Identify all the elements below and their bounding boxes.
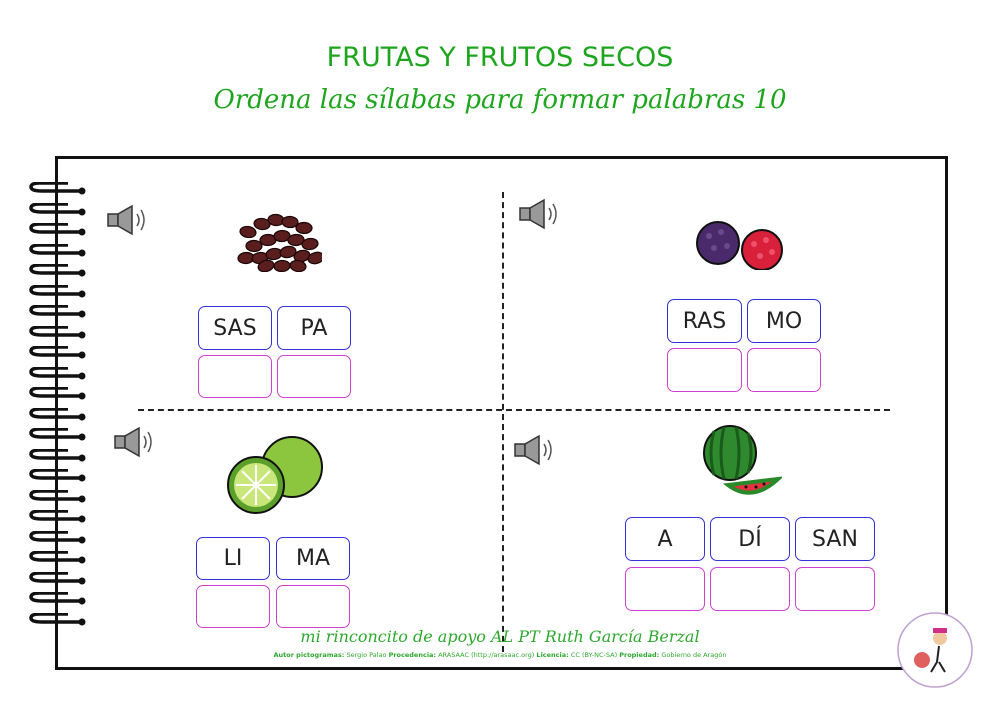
answer-slot[interactable] xyxy=(710,567,790,611)
license-value: Gobierno de Aragón xyxy=(661,651,727,659)
spiral-ring xyxy=(29,592,86,605)
license-label: Autor pictogramas: xyxy=(273,651,345,659)
syllable-tile[interactable]: A xyxy=(625,517,705,561)
license-value: CC (BY-NC-SA) xyxy=(570,651,618,659)
answer-slot[interactable] xyxy=(625,567,705,611)
spiral-ring xyxy=(29,284,86,297)
spiral-ring xyxy=(29,305,86,318)
spiral-ring xyxy=(29,448,86,461)
spiral-ring xyxy=(29,366,86,379)
spiral-ring xyxy=(29,510,86,523)
answer-slot[interactable] xyxy=(747,348,821,392)
speaker-icon[interactable] xyxy=(518,198,564,232)
berries-image xyxy=(696,221,783,270)
spiral-ring xyxy=(29,346,86,359)
answer-slot[interactable] xyxy=(667,348,742,392)
syllable-tile[interactable]: MO xyxy=(747,299,821,343)
notebook-frame xyxy=(55,156,948,670)
spiral-ring xyxy=(29,387,86,400)
page-subtitle: Ordena las sílabas para formar palabras … xyxy=(213,85,787,115)
speaker-icon[interactable] xyxy=(113,426,159,460)
spiral-ring xyxy=(29,551,86,564)
spiral-ring xyxy=(29,407,86,420)
syllable-tile[interactable]: SAS xyxy=(198,306,272,350)
license-value: ARASAAC (http://arasaac.org) xyxy=(438,651,535,659)
speaker-icon[interactable] xyxy=(513,434,559,468)
syllable-tile[interactable]: SAN xyxy=(795,517,875,561)
spiral-ring xyxy=(29,612,86,625)
spiral-ring xyxy=(29,530,86,543)
spiral-ring xyxy=(29,264,86,277)
horizontal-divider xyxy=(138,409,890,411)
spiral-ring xyxy=(29,469,86,482)
license-label: Propiedad: xyxy=(619,651,660,659)
answer-slot[interactable] xyxy=(795,567,875,611)
syllable-tile[interactable]: PA xyxy=(277,306,351,350)
author-logo xyxy=(897,612,973,688)
author-credit: mi rinconcito de apoyo AL PT Ruth García… xyxy=(300,627,700,646)
license-label: Procedencia: xyxy=(388,651,437,659)
license-line: Autor pictogramas: Sergio Palao Proceden… xyxy=(0,651,1000,659)
answer-slot[interactable] xyxy=(196,585,270,628)
spiral-ring xyxy=(29,325,86,338)
syllable-tile[interactable]: DÍ xyxy=(710,517,790,561)
license-value: Sergio Palao xyxy=(346,651,387,659)
raisins-image xyxy=(237,213,322,272)
page-title: FRUTAS Y FRUTOS SECOS xyxy=(326,42,674,73)
watermelon-image xyxy=(703,425,782,495)
spiral-ring xyxy=(29,202,86,215)
vertical-divider xyxy=(502,192,504,652)
spiral-ring xyxy=(29,571,86,584)
spiral-ring xyxy=(29,489,86,502)
spiral-ring xyxy=(29,223,86,236)
speaker-icon[interactable] xyxy=(106,204,152,238)
syllable-tile[interactable]: MA xyxy=(276,537,350,580)
answer-slot[interactable] xyxy=(276,585,350,628)
answer-slot[interactable] xyxy=(198,355,272,398)
syllable-tile[interactable]: RAS xyxy=(667,299,742,343)
lime-image xyxy=(227,436,323,514)
spiral-ring xyxy=(29,243,86,256)
spiral-ring xyxy=(29,182,86,195)
answer-slot[interactable] xyxy=(277,355,351,398)
spiral-ring xyxy=(29,428,86,441)
syllable-tile[interactable]: LI xyxy=(196,537,270,580)
license-label: Licencia: xyxy=(536,651,569,659)
